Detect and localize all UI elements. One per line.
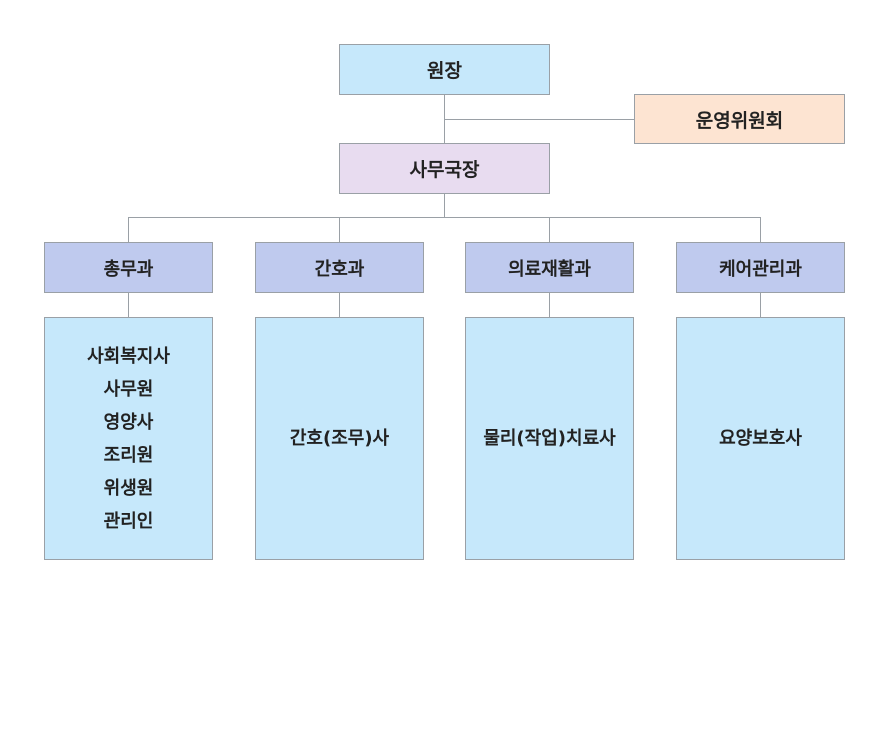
connector-dept-staff-3 xyxy=(549,292,550,317)
staff-role: 관리인 xyxy=(103,510,154,532)
staff-box-nursing: 간호(조무)사 xyxy=(255,317,424,560)
dept-box-general-affairs: 총무과 xyxy=(44,242,213,293)
connector-horizontal-bus xyxy=(128,217,761,218)
connector-bus-dept-2 xyxy=(339,217,340,242)
staff-role: 영양사 xyxy=(103,411,154,433)
staff-role: 조리원 xyxy=(103,444,154,466)
connector-dept-staff-4 xyxy=(760,292,761,317)
dept-box-nursing: 간호과 xyxy=(255,242,424,293)
staff-role: 사회복지사 xyxy=(87,345,170,367)
staff-role: 물리(작업)치료사 xyxy=(483,428,616,449)
staff-role: 사무원 xyxy=(103,378,154,400)
connector-bus-dept-3 xyxy=(549,217,550,242)
connector-bus-dept-4 xyxy=(760,217,761,242)
dept-box-care-management: 케어관리과 xyxy=(676,242,845,293)
connector-bus-dept-1 xyxy=(128,217,129,242)
dept-box-medical-rehab: 의료재활과 xyxy=(465,242,634,293)
staff-box-care-management: 요양보호사 xyxy=(676,317,845,560)
staff-box-general-affairs: 사회복지사 사무원 영양사 조리원 위생원 관리인 xyxy=(44,317,213,560)
connector-dept-staff-2 xyxy=(339,292,340,317)
staff-role: 간호(조무)사 xyxy=(289,428,390,449)
connector-secretary-bus xyxy=(444,193,445,217)
secretary-general-box: 사무국장 xyxy=(339,143,550,194)
staff-role: 요양보호사 xyxy=(719,428,802,449)
connector-dept-staff-1 xyxy=(128,292,129,317)
connector-committee xyxy=(444,119,634,120)
staff-box-medical-rehab: 물리(작업)치료사 xyxy=(465,317,634,560)
director-box: 원장 xyxy=(339,44,550,95)
staff-role: 위생원 xyxy=(103,477,154,499)
committee-box: 운영위원회 xyxy=(634,94,845,144)
